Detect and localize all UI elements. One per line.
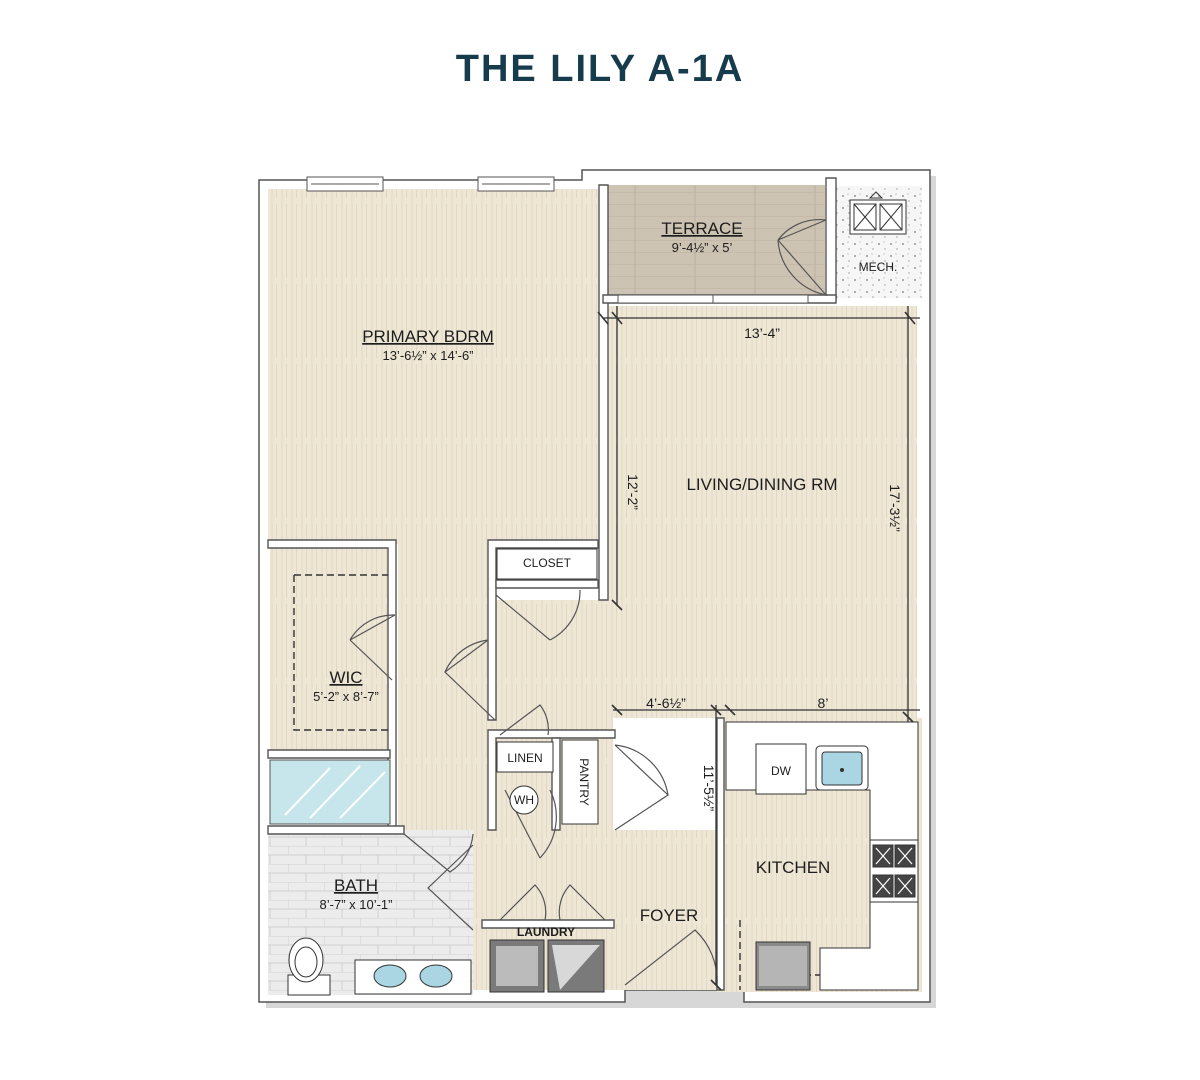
mech-unit-icon [849, 191, 907, 235]
label-pantry: PANTRY [577, 758, 591, 806]
label-bath: BATH [334, 876, 378, 895]
label-wic: WIC [329, 668, 362, 687]
dim-dining-left: 4’-6½” [646, 695, 686, 711]
label-living: LIVING/DINING RM [686, 475, 837, 494]
label-closet: CLOSET [523, 556, 572, 570]
mirror-icon [269, 759, 391, 825]
label-primary-bdrm: PRIMARY BDRM [362, 327, 494, 346]
toilet-icon [287, 937, 331, 996]
label-terrace: TERRACE [661, 219, 742, 238]
range-burner-icon [869, 839, 919, 903]
dims-terrace: 9’-4½” x 5’ [672, 240, 733, 255]
vanity [354, 959, 472, 995]
window-icon [306, 176, 809, 304]
dims-bath: 8’-7” x 10’-1” [320, 897, 393, 912]
wic-floor [270, 548, 390, 751]
dim-kitchen-width: 8’ [818, 695, 829, 711]
label-mech: MECH. [859, 260, 898, 274]
water-heater-icon [509, 785, 539, 815]
closet-shelf [496, 548, 598, 580]
page-title: THE LILY A-1A [455, 48, 745, 90]
dim-kitchen-depth: 11’-5½” [701, 765, 717, 812]
label-linen: LINEN [507, 751, 542, 765]
sink-icon [815, 745, 869, 791]
label-foyer: FOYER [640, 906, 699, 925]
dim-living-depth-left: 12’-2” [625, 474, 641, 510]
terrace-floor [603, 185, 825, 295]
sink-icon [373, 964, 407, 988]
dims-wic: 5’-2” x 8’-7” [313, 689, 379, 704]
sink-icon [419, 964, 453, 988]
label-dw: DW [771, 764, 792, 778]
dims-primary-bdrm: 13’-6½” x 14’-6” [382, 348, 473, 363]
label-laundry: LAUNDRY [517, 925, 575, 939]
linen-shelf [496, 741, 554, 773]
bedroom-floor [268, 189, 599, 544]
dim-living-width: 13’-4” [744, 325, 780, 341]
washer-icon [489, 939, 545, 993]
label-wh: WH [514, 793, 534, 807]
label-kitchen: KITCHEN [756, 858, 831, 877]
pantry-shelf [561, 739, 599, 825]
dryer-icon [547, 939, 605, 993]
door-swing-icon [349, 218, 828, 986]
dim-living-depth-right: 17’-3½” [887, 484, 903, 532]
living-floor [607, 306, 917, 718]
dishwasher-icon [755, 743, 807, 795]
refrigerator-icon [755, 941, 811, 991]
